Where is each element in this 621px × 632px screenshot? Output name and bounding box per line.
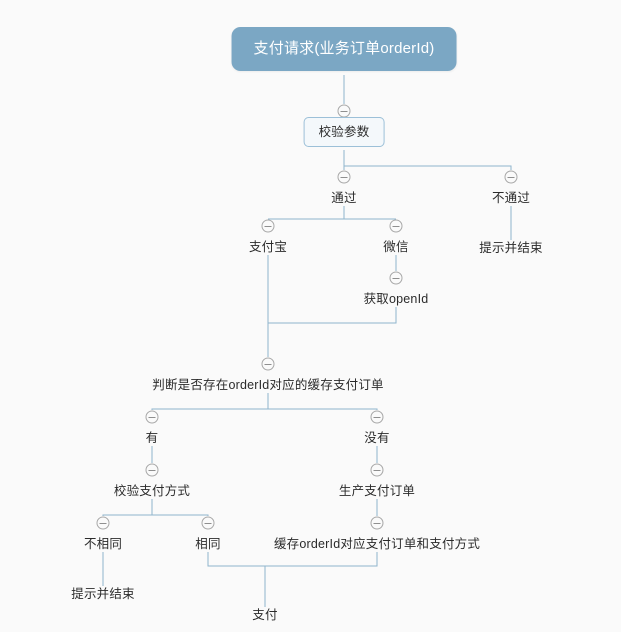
node-diff_end[interactable]: 提示并结束: [71, 587, 135, 601]
edge-check_cache-to-branch2: [151, 393, 269, 410]
collapse-toggle-same-icon[interactable]: [201, 516, 215, 530]
collapse-toggle-validate-icon[interactable]: [337, 104, 351, 118]
node-fail[interactable]: 不通过: [491, 191, 531, 205]
edge-pass-to-alipay: [268, 206, 345, 220]
node-fail_end[interactable]: 提示并结束: [479, 241, 543, 255]
edge-check_pay-to-branch3b: [103, 514, 209, 516]
collapse-toggle-check_pay-icon[interactable]: [145, 463, 159, 477]
node-pass[interactable]: 通过: [331, 191, 357, 205]
node-wechat[interactable]: 微信: [383, 240, 409, 254]
collapse-toggle-cache_order-icon[interactable]: [370, 516, 384, 530]
collapse-toggle-fail-icon[interactable]: [504, 170, 518, 184]
edge-validate-to-pass: [343, 150, 512, 170]
node-root[interactable]: 支付请求(业务订单orderId): [231, 27, 457, 71]
edge-check_cache-to-branch2b: [152, 408, 378, 410]
collapse-toggle-wechat-icon[interactable]: [389, 219, 403, 233]
collapse-toggle-openid-icon[interactable]: [389, 271, 403, 285]
node-check_pay[interactable]: 校验支付方式: [113, 484, 191, 498]
collapse-toggle-diff-icon[interactable]: [96, 516, 110, 530]
node-cache_order[interactable]: 缓存orderId对应支付订单和支付方式: [273, 537, 481, 551]
edge-check_pay-to-branch3: [102, 499, 153, 516]
edge-cache_order-to-merge2: [265, 552, 378, 567]
collapse-toggle-has-icon[interactable]: [145, 410, 159, 424]
node-none[interactable]: 没有: [364, 431, 390, 445]
collapse-toggle-gen_order-icon[interactable]: [370, 463, 384, 477]
node-diff[interactable]: 不相同: [83, 537, 123, 551]
node-has[interactable]: 有: [145, 431, 159, 445]
node-check_cache[interactable]: 判断是否存在orderId对应的缓存支付订单: [152, 378, 384, 392]
edge-same-to-merge2: [207, 552, 265, 567]
node-gen_order[interactable]: 生产支付订单: [338, 484, 416, 498]
collapse-toggle-none-icon[interactable]: [370, 410, 384, 424]
node-openid[interactable]: 获取openId: [363, 292, 429, 306]
edge-openid-to-merge1: [268, 307, 397, 324]
collapse-toggle-pass-icon[interactable]: [337, 170, 351, 184]
node-pay[interactable]: 支付: [252, 608, 278, 622]
node-same[interactable]: 相同: [195, 537, 221, 551]
node-validate[interactable]: 校验参数: [303, 117, 385, 147]
collapse-toggle-alipay-icon[interactable]: [261, 219, 275, 233]
collapse-toggle-check_cache-icon[interactable]: [261, 357, 275, 371]
node-alipay[interactable]: 支付宝: [248, 240, 288, 254]
